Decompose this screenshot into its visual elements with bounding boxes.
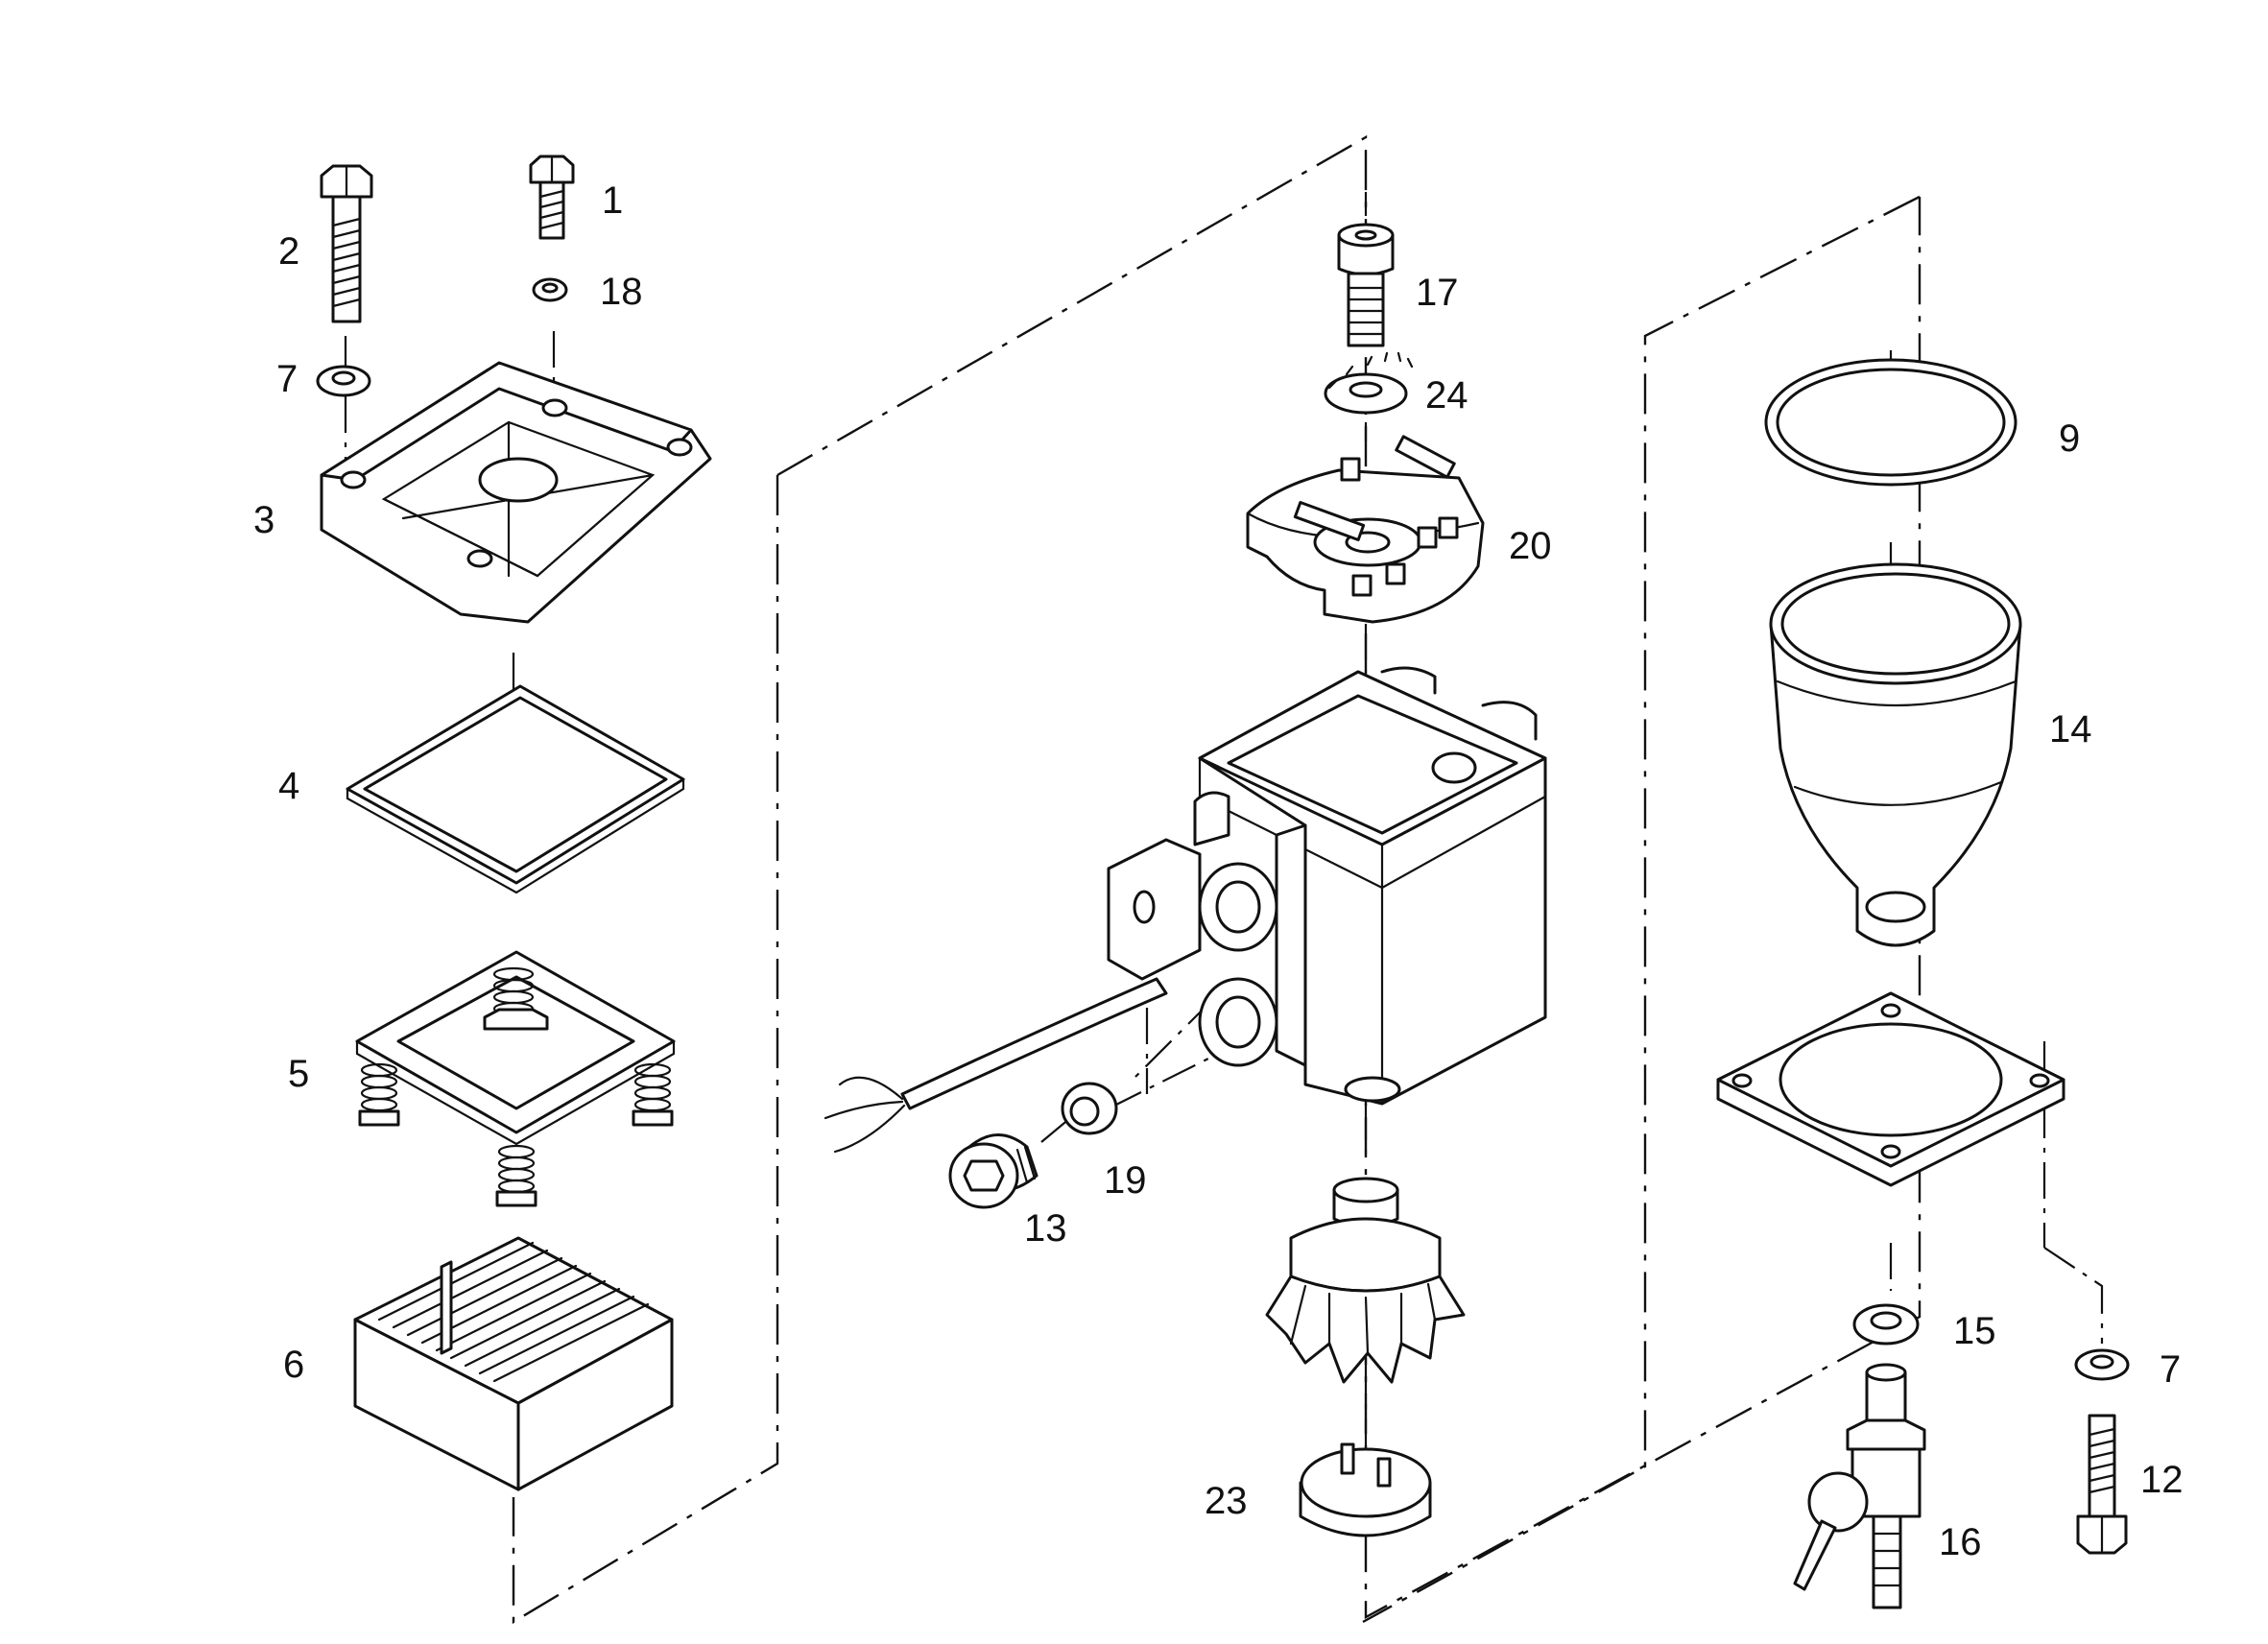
callout-14: 14 <box>2049 708 2092 751</box>
callout-2: 2 <box>278 230 299 273</box>
callout-6: 6 <box>283 1344 304 1386</box>
callout-17: 17 <box>1416 272 1459 314</box>
right-frame <box>1362 195 1921 1624</box>
part-2-long-hex-bolt <box>320 164 373 323</box>
part-14-bowl <box>1769 562 2022 947</box>
main-housing <box>1107 666 1547 1106</box>
left-frame <box>512 475 779 1625</box>
assembly-frames <box>512 134 1922 1625</box>
callout-labels: 1 2 18 7 3 4 5 6 17 24 20 19 13 23 9 14 … <box>253 179 2184 1563</box>
part-12-hex-bolt <box>2076 1414 2128 1555</box>
callout-16: 16 <box>1939 1521 1982 1563</box>
part-13-plug-screw <box>948 1133 1039 1209</box>
part-1-small-hex-bolt <box>529 155 575 240</box>
callout-20: 20 <box>1509 525 1552 567</box>
part-16-drain-valve <box>1793 1363 1926 1609</box>
part-7-flat-washer-left <box>316 365 371 397</box>
callout-23: 23 <box>1205 1480 1248 1522</box>
center-frame <box>776 134 1922 1620</box>
part-9-o-ring <box>1764 358 2017 487</box>
callout-12: 12 <box>2140 1459 2184 1501</box>
part-6-filter-element <box>353 1236 674 1491</box>
callout-15: 15 <box>1953 1310 1996 1352</box>
part-15-seal-ring <box>1852 1303 1920 1346</box>
part-24-lock-washer <box>1324 351 1414 415</box>
callout-9: 9 <box>2059 417 2080 460</box>
part-19-seal-washer <box>1061 1082 1118 1135</box>
bowl-mount-flange <box>1716 991 2065 1187</box>
part-20-contact-plate <box>1246 435 1485 624</box>
part-5-spring-plate <box>355 950 676 1207</box>
part-23-connector-cap <box>1299 1442 1432 1537</box>
callout-5: 5 <box>288 1053 309 1095</box>
part-17-socket-head-screw <box>1337 223 1395 347</box>
callout-3: 3 <box>253 499 275 541</box>
part-18-small-washer <box>532 277 568 302</box>
impeller <box>1265 1177 1466 1384</box>
part-7-flat-washer-right <box>2074 1348 2130 1381</box>
callout-19: 19 <box>1104 1159 1147 1202</box>
callout-13: 13 <box>1024 1207 1067 1250</box>
callout-4: 4 <box>278 765 299 807</box>
part-4-square-gasket <box>346 684 685 894</box>
callout-1: 1 <box>602 179 623 222</box>
callout-7-right: 7 <box>2160 1348 2181 1391</box>
cable <box>824 977 1168 1154</box>
part-3-filter-cover <box>320 361 712 624</box>
callout-24: 24 <box>1425 374 1468 417</box>
callout-18: 18 <box>600 271 643 313</box>
callout-7-left: 7 <box>276 358 298 400</box>
